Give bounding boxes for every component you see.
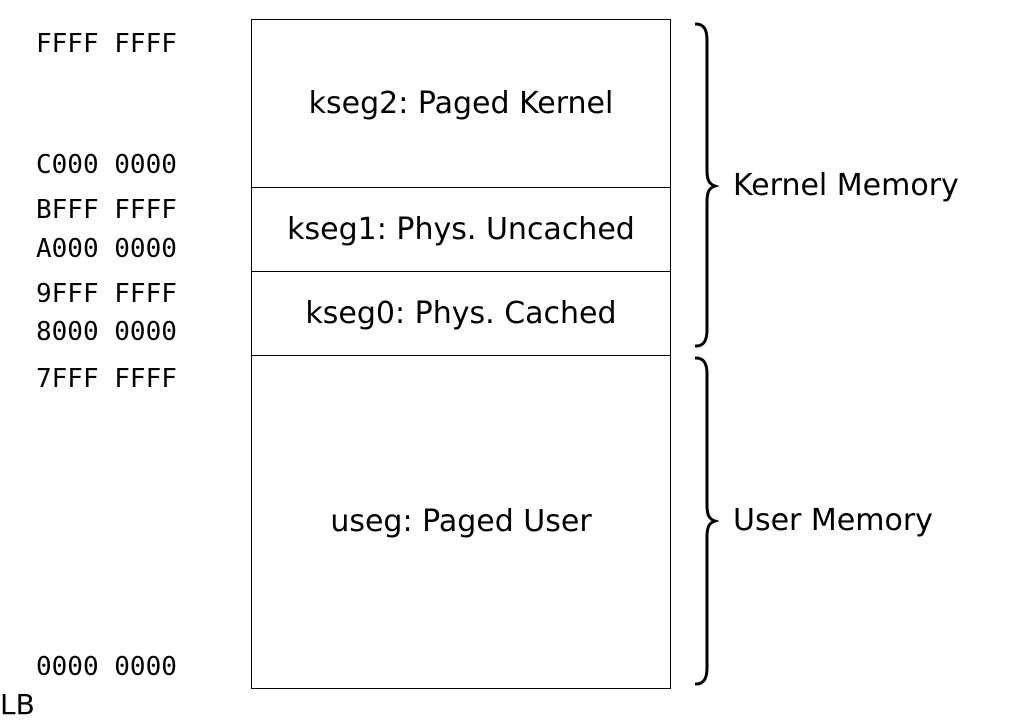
user-memory-brace — [695, 356, 719, 686]
address-ffff-ffff: FFFF FFFF — [36, 29, 177, 59]
address-a000-0000: A000 0000 — [36, 234, 177, 264]
region-braces — [695, 22, 719, 686]
segment-kseg2: kseg2: Paged Kernel — [252, 20, 670, 188]
segment-useg: useg: Paged User — [252, 356, 670, 687]
segment-kseg0-label: kseg0: Phys. Cached — [305, 296, 617, 331]
kernel-memory-brace — [695, 22, 719, 348]
address-7fff-ffff: 7FFF FFFF — [36, 364, 177, 394]
address-0000-0000: 0000 0000 — [36, 652, 177, 682]
footer-text: LB — [0, 688, 35, 721]
address-bfff-ffff: BFFF FFFF — [36, 195, 177, 225]
user-memory-label: User Memory — [733, 503, 933, 538]
segment-kseg1-label: kseg1: Phys. Uncached — [287, 212, 635, 247]
segment-kseg2-label: kseg2: Paged Kernel — [308, 86, 614, 121]
address-c000-0000: C000 0000 — [36, 150, 177, 180]
memory-segments-box: kseg2: Paged Kernel kseg1: Phys. Uncache… — [251, 19, 671, 689]
segment-kseg0: kseg0: Phys. Cached — [252, 272, 670, 356]
segment-kseg1: kseg1: Phys. Uncached — [252, 188, 670, 272]
kernel-memory-label: Kernel Memory — [733, 168, 959, 203]
address-9fff-ffff: 9FFF FFFF — [36, 279, 177, 309]
segment-useg-label: useg: Paged User — [330, 504, 592, 539]
address-8000-0000: 8000 0000 — [36, 317, 177, 347]
